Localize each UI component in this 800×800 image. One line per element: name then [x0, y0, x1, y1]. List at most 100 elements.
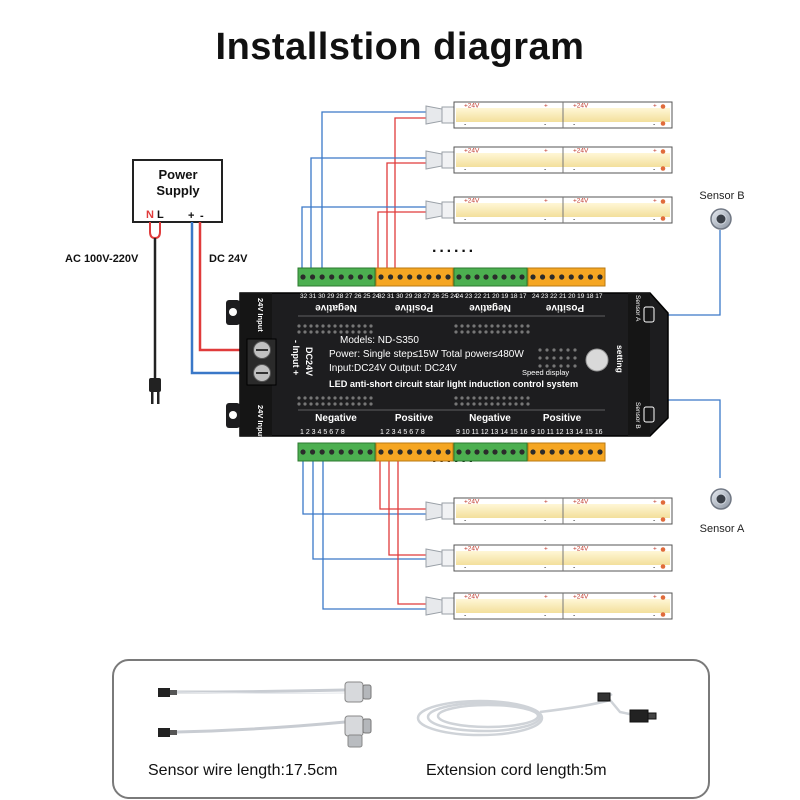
accessories-panel: Sensor wire length:17.5cm Extension cord… [112, 659, 710, 799]
strip-voltage-label: +24V [464, 103, 480, 110]
bottom-output-wires [302, 445, 440, 610]
strip-plus-label: + [653, 198, 657, 205]
strip-minus-label: - [544, 122, 547, 129]
strip-minus-label: - [653, 167, 656, 174]
strip-voltage-label: +24V [573, 198, 589, 205]
top-label-3: Negative [469, 302, 511, 313]
bottom-numbers-3: 9 10 11 12 13 14 15 16 [456, 429, 528, 436]
strip-minus-label: - [544, 565, 547, 572]
bottom-numbers-2: 1 2 3 4 5 6 7 8 [380, 429, 425, 436]
sensor-a: Sensor A [700, 488, 745, 535]
controller: 32 31 30 29 28 27 26 25 24 32 31 30 29 2… [226, 267, 669, 462]
terminal-minus-label: - [200, 210, 204, 222]
strip-plus-label: + [653, 499, 657, 506]
ellipsis-top: ······ [432, 243, 476, 260]
strip-voltage-label: +24V [573, 103, 589, 110]
led-strip: +24V+--+24V+-- [425, 497, 673, 525]
sensor-b-wire [662, 230, 721, 316]
spec-power: Power: Single step≤15W Total power≤480W [329, 349, 524, 360]
terminal-plus-label: + [188, 210, 194, 222]
strip-voltage-label: +24V [464, 148, 480, 155]
top-label-1: Negative [315, 302, 357, 313]
strip-minus-label: - [544, 217, 547, 224]
diagram-title: Installstion diagram [215, 26, 585, 68]
bottom-numbers-4: 9 10 11 12 13 14 15 16 [531, 429, 603, 436]
strip-voltage-label: +24V [573, 148, 589, 155]
input-polarity-label: - Input + [291, 340, 301, 375]
strip-minus-label: - [544, 613, 547, 620]
strip-minus-label: - [544, 167, 547, 174]
extension-cord-icon [416, 692, 657, 737]
power-supply: Power Supply N L + - [132, 159, 223, 223]
sensor-a-side-label: Sensor A [634, 295, 641, 322]
top-label-4: Positive [545, 302, 584, 313]
bottom-numbers-1: 1 2 3 4 5 6 7 8 [300, 429, 345, 436]
top-numbers-3: 24 23 22 21 20 19 18 17 [456, 293, 527, 300]
input-24v-top-label: 24V Input [256, 298, 265, 332]
strip-minus-label: - [653, 613, 656, 620]
strip-voltage-label: +24V [573, 594, 589, 601]
strip-minus-label: - [573, 217, 576, 224]
led-strips-bottom: +24V+--+24V+--+24V+--+24V+--+24V+--+24V+… [425, 497, 673, 620]
sensor-a-wire [662, 399, 721, 478]
strip-minus-label: - [464, 565, 467, 572]
top-numbers-4: 24 23 22 21 20 19 18 17 [532, 293, 603, 300]
ac-voltage-label: AC 100V-220V [65, 253, 139, 265]
dc24v-label: DC24V [304, 347, 314, 376]
strip-plus-label: + [653, 546, 657, 553]
led-strip: +24V+--+24V+-- [425, 146, 673, 174]
dc-voltage-label: DC 24V [209, 253, 248, 265]
speed-display-label: Speed display [522, 368, 569, 377]
strip-minus-label: - [464, 217, 467, 224]
led-strip: +24V+--+24V+-- [425, 544, 673, 572]
input-24v-bottom-label: 24V Input [256, 405, 265, 439]
top-numbers-1: 32 31 30 29 28 27 26 25 24 [300, 293, 380, 300]
top-label-2: Positive [394, 302, 433, 313]
sensor-b: Sensor B [699, 190, 745, 230]
sensor-b-side-label: Sensor B [634, 402, 641, 429]
bottom-label-4: Positive [543, 413, 582, 424]
strip-plus-label: + [544, 103, 548, 110]
terminal-l-label: L [157, 209, 164, 221]
strip-minus-label: - [573, 613, 576, 620]
bottom-label-2: Positive [395, 413, 434, 424]
ac-cable [149, 222, 161, 404]
strip-minus-label: - [573, 565, 576, 572]
strip-plus-label: + [544, 594, 548, 601]
sensor-b-label: Sensor B [699, 190, 744, 202]
strip-plus-label: + [653, 148, 657, 155]
led-strip: +24V+--+24V+-- [425, 101, 673, 129]
strip-minus-label: - [653, 122, 656, 129]
bottom-label-3: Negative [469, 413, 511, 424]
strip-minus-label: - [653, 217, 656, 224]
strip-minus-label: - [464, 518, 467, 525]
strip-plus-label: + [544, 148, 548, 155]
strip-minus-label: - [464, 167, 467, 174]
spec-io: Input:DC24V Output: DC24V [329, 363, 457, 374]
power-supply-label-1: Power [158, 167, 197, 182]
extension-cord-length-label: Extension cord length:5m [426, 762, 607, 779]
strip-minus-label: - [464, 122, 467, 129]
strip-minus-label: - [544, 518, 547, 525]
top-output-wires [301, 111, 440, 285]
led-strips-top: +24V+--+24V+--+24V+--+24V+--+24V+--+24V+… [425, 101, 673, 224]
sensor-a-label: Sensor A [700, 523, 745, 535]
strip-plus-label: + [544, 198, 548, 205]
setting-label: setting [615, 345, 625, 373]
spec-models: Models: ND-S350 [340, 335, 419, 346]
strip-voltage-label: +24V [464, 594, 480, 601]
setting-button-icon[interactable] [585, 348, 609, 372]
strip-minus-label: - [573, 518, 576, 525]
strip-minus-label: - [464, 613, 467, 620]
strip-voltage-label: +24V [464, 499, 480, 506]
spec-system: LED anti-short circuit stair light induc… [329, 379, 578, 389]
strip-plus-label: + [544, 546, 548, 553]
strip-plus-label: + [544, 499, 548, 506]
sensor-wire-length-label: Sensor wire length:17.5cm [148, 762, 337, 779]
strip-minus-label: - [573, 122, 576, 129]
strip-voltage-label: +24V [573, 499, 589, 506]
strip-voltage-label: +24V [573, 546, 589, 553]
led-strip: +24V+--+24V+-- [425, 196, 673, 224]
dc-blue-wire [190, 222, 250, 375]
